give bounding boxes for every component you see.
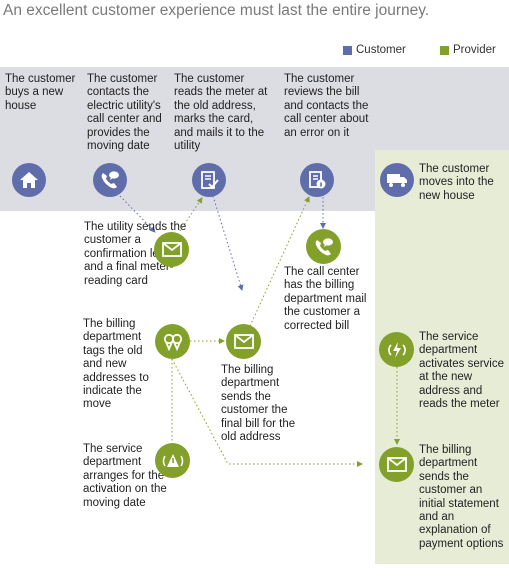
provider-step-1-text: The utility sends the customer a confirm… xyxy=(84,221,187,287)
legend-provider: Provider xyxy=(440,44,496,56)
provider-step-4-text: The billing department sends the custome… xyxy=(221,364,296,444)
connector-phone-to-letter xyxy=(119,195,156,233)
phone-icon xyxy=(306,229,341,264)
connector-tags-to-statement xyxy=(171,358,363,467)
alert-icon xyxy=(155,443,190,478)
customer-step-1-text: The customer buys a new house xyxy=(5,73,76,112)
provider-step-5-text: The service department activates service… xyxy=(419,331,505,411)
legend-customer: Customer xyxy=(343,44,406,56)
envelope-icon xyxy=(379,447,414,482)
house-icon xyxy=(12,163,46,197)
customer-step-5-text: The customer moves into the new house xyxy=(419,163,494,202)
truck-icon xyxy=(380,163,414,197)
customer-step-3-text: The customer reads the meter at the old … xyxy=(174,73,268,153)
provider-step-7-text: The billing department sends the custome… xyxy=(419,444,504,550)
provider-step-3-text: The billing department tags the old and … xyxy=(83,318,149,411)
location-pins-icon xyxy=(155,324,190,359)
legend-provider-label: Provider xyxy=(453,44,496,56)
envelope-icon xyxy=(154,232,189,267)
page-title: An excellent customer experience must la… xyxy=(3,2,430,19)
phone-icon xyxy=(93,163,127,197)
connector-meter-to-bill xyxy=(212,195,244,291)
lightning-icon xyxy=(379,332,414,367)
bill-info-icon xyxy=(300,163,334,197)
customer-step-2-text: The customer contacts the electric utili… xyxy=(87,73,162,153)
envelope-icon xyxy=(226,324,261,359)
legend-customer-label: Customer xyxy=(356,44,406,56)
provider-step-6-text: The service department arranges for the … xyxy=(83,443,167,509)
customer-step-4-text: The customer reviews the bill and contac… xyxy=(284,73,369,139)
legend-provider-swatch xyxy=(440,45,449,55)
legend-customer-swatch xyxy=(343,45,352,55)
connector-letter-to-meter xyxy=(179,197,203,232)
provider-step-2-text: The call center has the billing departme… xyxy=(284,266,367,332)
checklist-icon xyxy=(192,163,226,197)
